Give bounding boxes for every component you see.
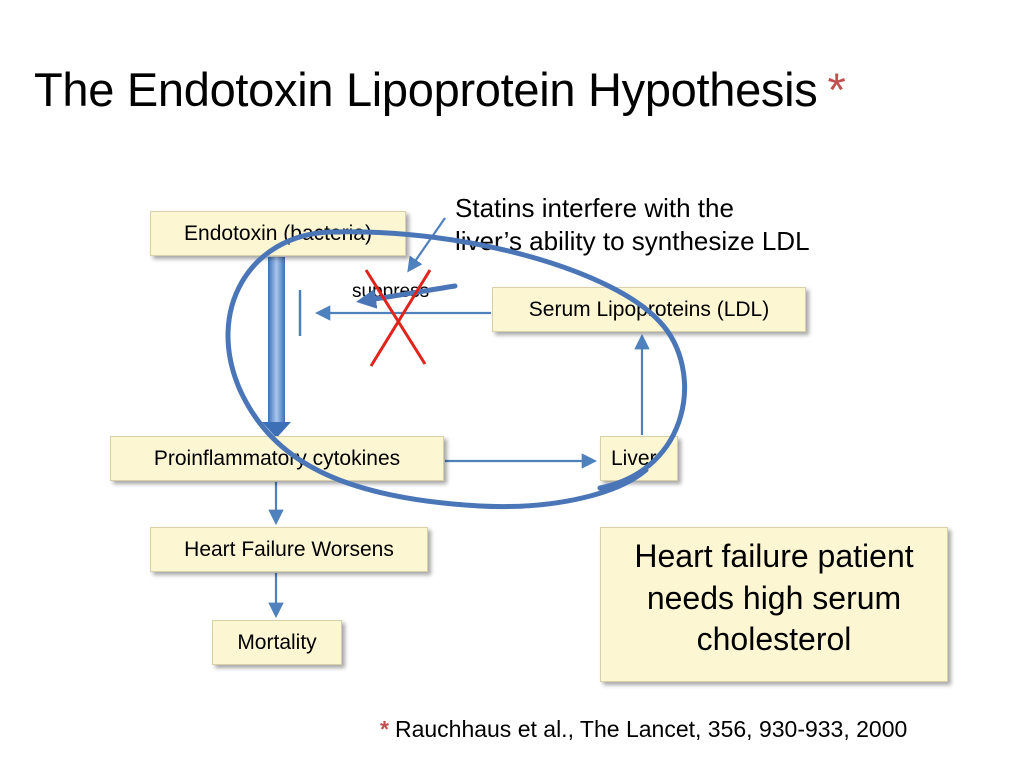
endotoxin-label: Endotoxin (bacteria): [184, 222, 372, 245]
heart-failure-label: Heart Failure Worsens: [184, 538, 394, 561]
citation-asterisk: *: [380, 716, 389, 742]
suppress-label: suppress: [352, 281, 430, 302]
conclusion-text: Heart failure patient needs high serum c…: [634, 538, 914, 658]
endotoxin-box: Endotoxin (bacteria): [150, 211, 406, 256]
slide-title-text: The Endotoxin Lipoprotein Hypothesis: [34, 63, 818, 116]
cytokines-label: Proinflammatory cytokines: [153, 447, 401, 470]
liver-box: Liver: [600, 436, 678, 481]
liver-label: Liver: [611, 447, 657, 470]
statins-callout-arrow: [407, 217, 446, 273]
heart-failure-box: Heart Failure Worsens: [150, 527, 428, 572]
conclusion-box: Heart failure patient needs high serum c…: [600, 527, 948, 682]
citation: *Rauchhaus et al., The Lancet, 356, 930-…: [380, 716, 907, 743]
mortality-label: Mortality: [237, 631, 317, 654]
citation-text: Rauchhaus et al., The Lancet, 356, 930-9…: [394, 716, 908, 742]
cytokines-box: Proinflammatory cytokines: [110, 436, 444, 481]
statins-note: Statins interfere with the liver’s abili…: [455, 193, 810, 256]
endotoxin-to-cytokines-arrow-shaft: [268, 257, 285, 425]
serum-lipoproteins-label: Serum Lipoproteins (LDL): [528, 298, 770, 321]
slide-title: The Endotoxin Lipoprotein Hypothesis*: [34, 62, 846, 117]
title-asterisk: *: [827, 63, 846, 116]
serum-lipoproteins-box: Serum Lipoproteins (LDL): [492, 287, 806, 332]
mortality-box: Mortality: [212, 620, 342, 665]
